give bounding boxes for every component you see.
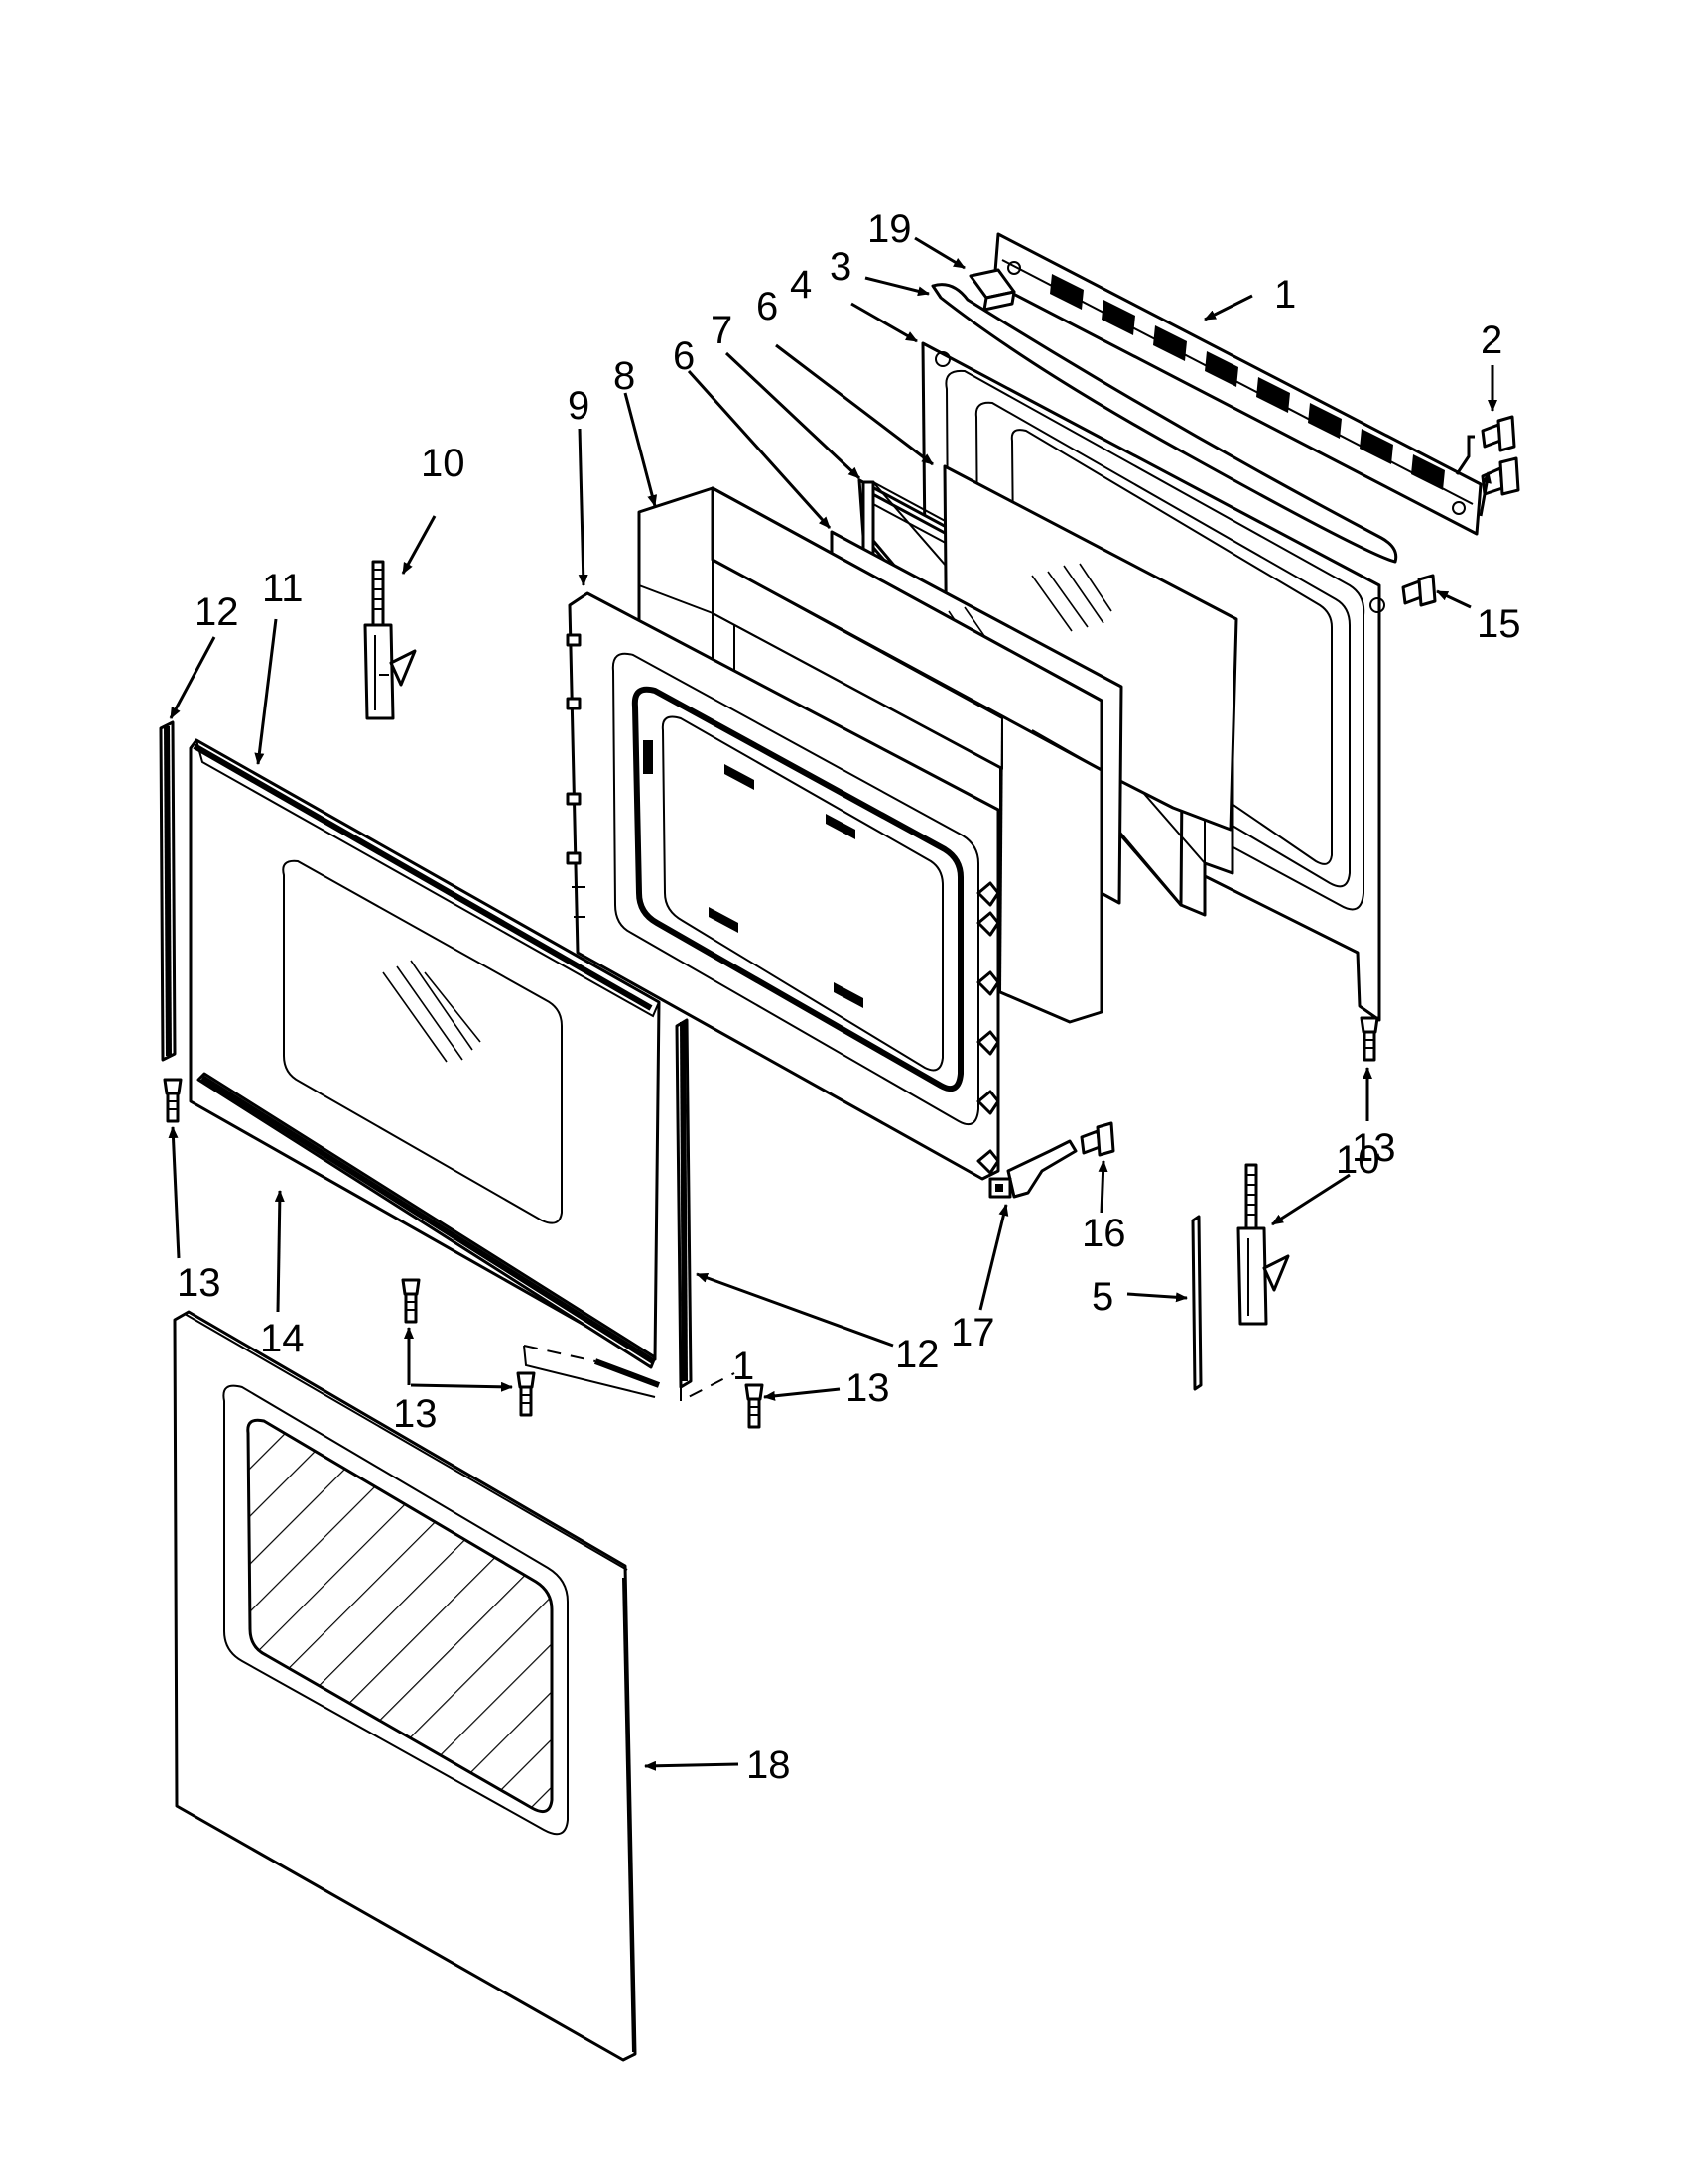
callout-13d: 13 (845, 1366, 890, 1410)
callout-11: 11 (262, 567, 304, 610)
callout-10b: 10 (1336, 1138, 1380, 1182)
door-hinge-left[interactable] (363, 560, 417, 720)
screw-2[interactable] (1481, 415, 1516, 452)
callout-8: 8 (613, 354, 635, 398)
door-side-trim-left[interactable] (159, 720, 177, 1062)
callout-4: 4 (790, 263, 812, 307)
door-bottom-trim[interactable] (196, 1072, 657, 1369)
door-inner-frame[interactable] (566, 591, 1000, 1181)
callout-6a: 6 (756, 285, 778, 328)
callout-7: 7 (711, 309, 732, 352)
leader-lines (168, 236, 1497, 1771)
callout-13c: 13 (393, 1392, 438, 1436)
callout-16: 16 (1082, 1212, 1126, 1255)
door-side-trim-right[interactable] (675, 1018, 693, 1389)
callout-17: 17 (951, 1311, 995, 1354)
screw-15-side[interactable] (1401, 574, 1437, 607)
callout-18: 18 (746, 1743, 791, 1787)
callout-13a: 13 (1352, 1126, 1396, 1170)
callout-15: 15 (1477, 602, 1521, 646)
screw-13-bottom-right[interactable] (744, 1383, 764, 1429)
callout-labels: 1 2 3 4 5 6 6 7 8 9 10 10 11 12 12 13 13… (177, 207, 1521, 1787)
screw-13-right-door[interactable] (1360, 1016, 1379, 1062)
callout-13b: 13 (177, 1261, 221, 1305)
bottom-trim-outline (523, 1345, 735, 1403)
screw-16[interactable] (1080, 1121, 1115, 1157)
callout-9: 9 (568, 384, 589, 428)
door-side-strip[interactable] (1191, 1215, 1203, 1391)
screw-13-left[interactable] (163, 1078, 183, 1123)
callout-6b: 6 (673, 334, 695, 378)
callout-5: 5 (1092, 1275, 1113, 1319)
screw-13-bottom-lower[interactable] (516, 1371, 536, 1417)
callout-12a: 12 (195, 590, 239, 634)
callout-2: 2 (1481, 319, 1502, 362)
screw-15-top[interactable] (1481, 456, 1520, 496)
callout-10a: 10 (421, 442, 465, 485)
door-clip[interactable] (969, 268, 1016, 312)
outer-door-panel[interactable] (173, 1310, 637, 2062)
callout-1: 1 (1274, 273, 1296, 317)
door-bracket[interactable] (931, 283, 1398, 564)
callout-1-bottom-marker: 1 (732, 1345, 754, 1388)
door-lower-bracket[interactable] (988, 1139, 1078, 1199)
door-vent-trim[interactable] (992, 232, 1483, 536)
screw-13-bottom-upper[interactable] (401, 1278, 421, 1324)
callout-19: 19 (867, 207, 912, 251)
callout-14: 14 (260, 1317, 305, 1360)
door-hinge-right[interactable] (1236, 1163, 1290, 1326)
callout-3: 3 (830, 245, 851, 289)
callout-12b: 12 (895, 1333, 940, 1376)
